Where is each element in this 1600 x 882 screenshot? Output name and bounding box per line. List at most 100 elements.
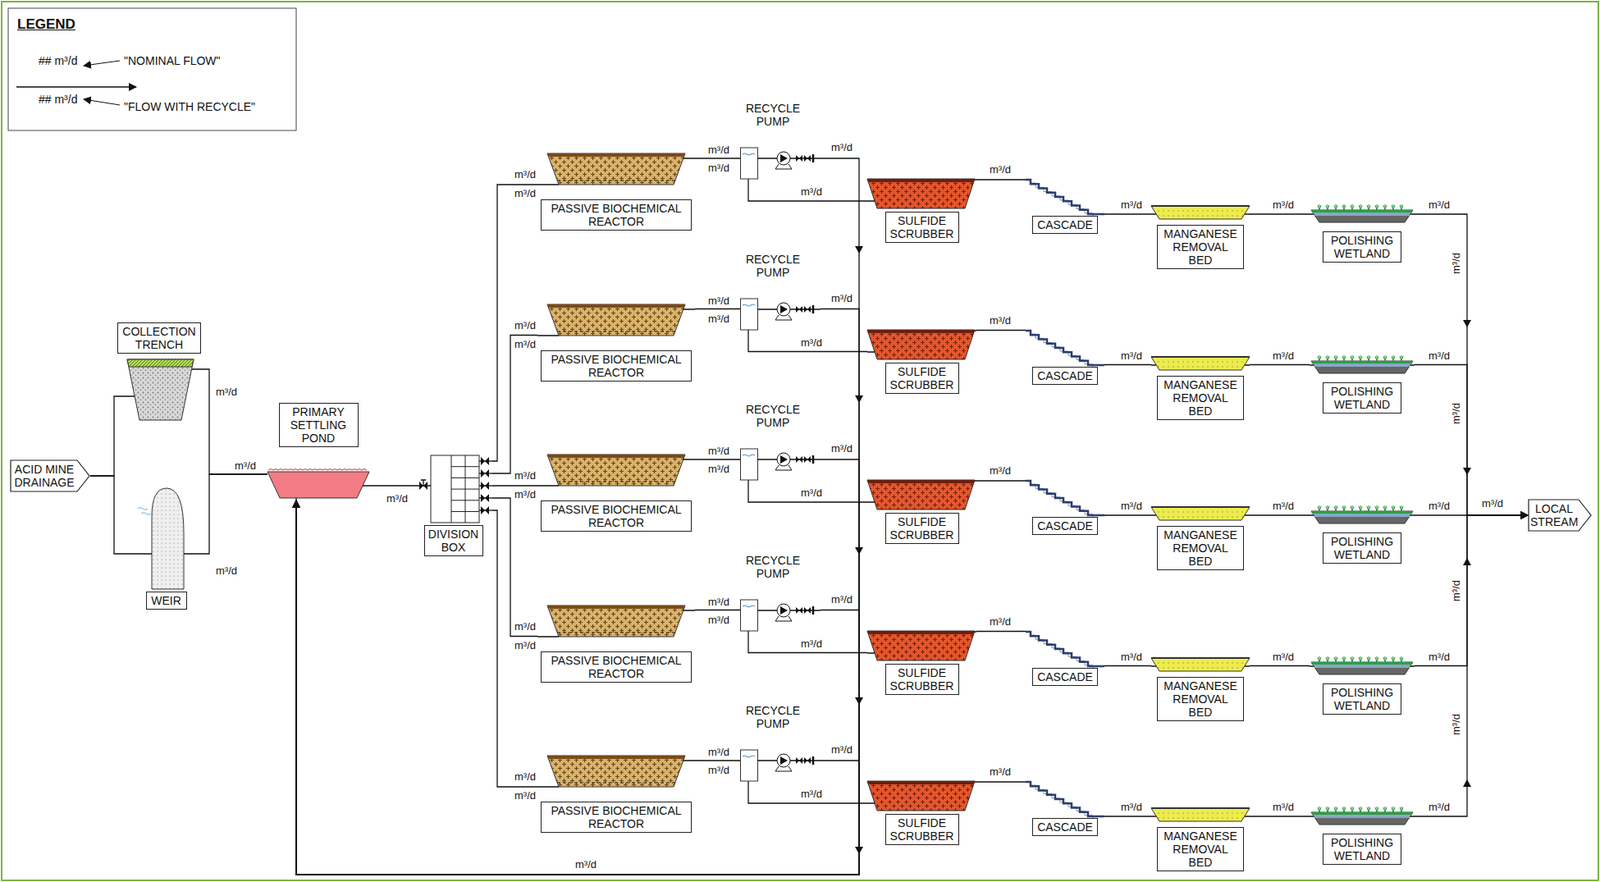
cascade-illustration-part: [1025, 480, 1105, 516]
label-box: ACID MINE DRAINAGE: [12, 462, 77, 490]
recycle-pump-illustration-part: [780, 305, 788, 314]
node-label: MANGANESE REMOVAL BED: [1160, 829, 1241, 869]
polishing-wetland-illustration-part: [1309, 514, 1415, 516]
label-box: CASCADE: [1032, 818, 1098, 837]
bioreactor-illustration-part: [537, 459, 695, 486]
weir: WEIR: [135, 484, 197, 612]
node-label: MANGANESE REMOVAL BED: [1160, 227, 1241, 267]
flow-rate-label: m³/d: [1427, 499, 1451, 512]
recycle-pump-illustration-part: [795, 757, 803, 764]
recycle-pump-illustration-part: [777, 452, 791, 467]
recycle-pump-illustration-part: [775, 315, 792, 320]
flow-rate-label: m³/d: [800, 486, 823, 499]
bioreactor-illustration-part: [547, 605, 686, 609]
sulfide-scrubber-illustration-part: [867, 630, 975, 635]
polishing-wetland-illustration-part: [1311, 361, 1413, 364]
sulfide-scrubber: SULFIDE SCRUBBER: [867, 779, 977, 849]
bioreactor: PASSIVE BIOCHEMICAL REACTOR: [537, 603, 695, 691]
division-box-illustration-part: [480, 481, 490, 490]
node-label: POLISHING WETLAND: [1325, 534, 1399, 562]
label-box: CASCADE: [1032, 366, 1098, 385]
recycle-pump-illustration-part: [775, 465, 792, 471]
flow-rate-label: m³/d: [707, 312, 731, 325]
flow-rate-label: m³/d: [1120, 198, 1143, 211]
recycle-pump: RECYCLE PUMP: [740, 552, 821, 631]
flow-rate-label: m³/d: [1271, 198, 1295, 211]
weir-illustration-part: [137, 507, 151, 516]
polishing-wetland: POLISHING WETLAND: [1309, 804, 1415, 870]
flow-line: [296, 500, 860, 875]
label-box: RECYCLE PUMP: [740, 402, 806, 430]
recycle-pump-illustration-part: [740, 147, 759, 179]
flow-rate-label: m³/d: [574, 858, 598, 871]
sulfide-scrubber-illustration-part: [867, 631, 977, 654]
recycle-pump-illustration-part: [777, 302, 791, 316]
polishing-wetland-illustration-part: [1311, 511, 1413, 514]
node-label: PRIMARY SETTLING POND: [282, 405, 356, 445]
recycle-pump-illustration-part: [804, 155, 811, 162]
flow-line: [694, 458, 741, 460]
label-box: POLISHING WETLAND: [1322, 683, 1402, 715]
flow-line: [748, 329, 868, 352]
recycle-pump-illustration-part: [742, 605, 755, 608]
manganese-bed-illustration-part: [1151, 657, 1250, 659]
polishing-wetland: POLISHING WETLAND: [1309, 653, 1415, 720]
collection-trench-illustration-part: [117, 369, 202, 397]
division-box-illustration-part: [451, 455, 480, 523]
bioreactor-illustration-part: [537, 309, 695, 336]
polishing-wetland-illustration-part: [1311, 662, 1413, 675]
polishing-wetland-illustration-part: [1309, 815, 1415, 817]
flow-rate-label: m³/d: [830, 442, 854, 455]
recycle-pump-illustration-part: [775, 766, 792, 772]
flow-line: [1104, 815, 1152, 817]
node-label: SULFIDE SCRUBBER: [888, 666, 956, 693]
manganese-bed-illustration-part: [1151, 658, 1250, 672]
node-label: PASSIVE BIOCHEMICAL REACTOR: [544, 352, 689, 380]
flow-rate-label: ## m³/d: [37, 92, 78, 106]
flow-rate-label: m³/d: [1120, 650, 1143, 663]
label-box: RECYCLE PUMP: [740, 553, 806, 581]
recycle-pump-illustration-part: [777, 151, 791, 165]
sulfide-scrubber: SULFIDE SCRUBBER: [867, 478, 977, 548]
recycle-pump-illustration-part: [804, 757, 811, 764]
flow-rate-label: m³/d: [988, 615, 1012, 628]
sulfide-scrubber-illustration-part: [867, 781, 977, 804]
node-label: RECYCLE PUMP: [740, 402, 806, 430]
flow-rate-label: m³/d: [1427, 650, 1451, 663]
flow-rate-label: m³/d: [1449, 251, 1463, 275]
flow-rate-label: m³/d: [1120, 349, 1143, 362]
node-label: ACID MINE DRAINAGE: [12, 462, 77, 490]
label-box: POLISHING WETLAND: [1322, 231, 1402, 263]
label-box: LOCAL STREAM: [1530, 502, 1578, 529]
recycle-pump-illustration-part: [780, 756, 788, 765]
label-box: CASCADE: [1032, 215, 1098, 234]
sulfide-scrubber-illustration-part: [867, 630, 975, 661]
recycle-pump-illustration-part: [804, 456, 811, 463]
recycle-pump-illustration-part: [795, 306, 803, 313]
label-box: RECYCLE PUMP: [740, 704, 806, 731]
bioreactor-illustration-part: [547, 454, 686, 486]
flow-rate-label: m³/d: [1271, 499, 1295, 512]
sulfide-scrubber-illustration-part: [867, 178, 975, 183]
division-box: DIVISION BOX: [414, 452, 493, 558]
bioreactor-illustration-part: [557, 330, 676, 332]
sulfide-scrubber-illustration-part: [867, 179, 977, 202]
recycle-pump-illustration-part: [812, 305, 815, 314]
legend-text: "FLOW WITH RECYCLE": [123, 100, 256, 114]
polishing-wetland-illustration-part: [1311, 361, 1413, 374]
recycle-pump-illustration-part: [812, 756, 815, 765]
manganese-bed: MANGANESE REMOVAL BED: [1151, 504, 1250, 581]
node-label: CASCADE: [1035, 218, 1095, 232]
label-box: CASCADE: [1032, 667, 1098, 686]
label-box: RECYCLE PUMP: [740, 101, 806, 128]
manganese-bed-illustration-part: [1151, 506, 1250, 508]
settling-pond-illustration-part: [267, 471, 370, 499]
flow-line: [694, 157, 741, 159]
flow-line: [296, 500, 860, 875]
sulfide-scrubber: SULFIDE SCRUBBER: [867, 177, 977, 247]
node-label: MANGANESE REMOVAL BED: [1160, 679, 1241, 719]
cascade: CASCADE: [1025, 176, 1105, 236]
flow-rate-label: m³/d: [707, 745, 731, 759]
